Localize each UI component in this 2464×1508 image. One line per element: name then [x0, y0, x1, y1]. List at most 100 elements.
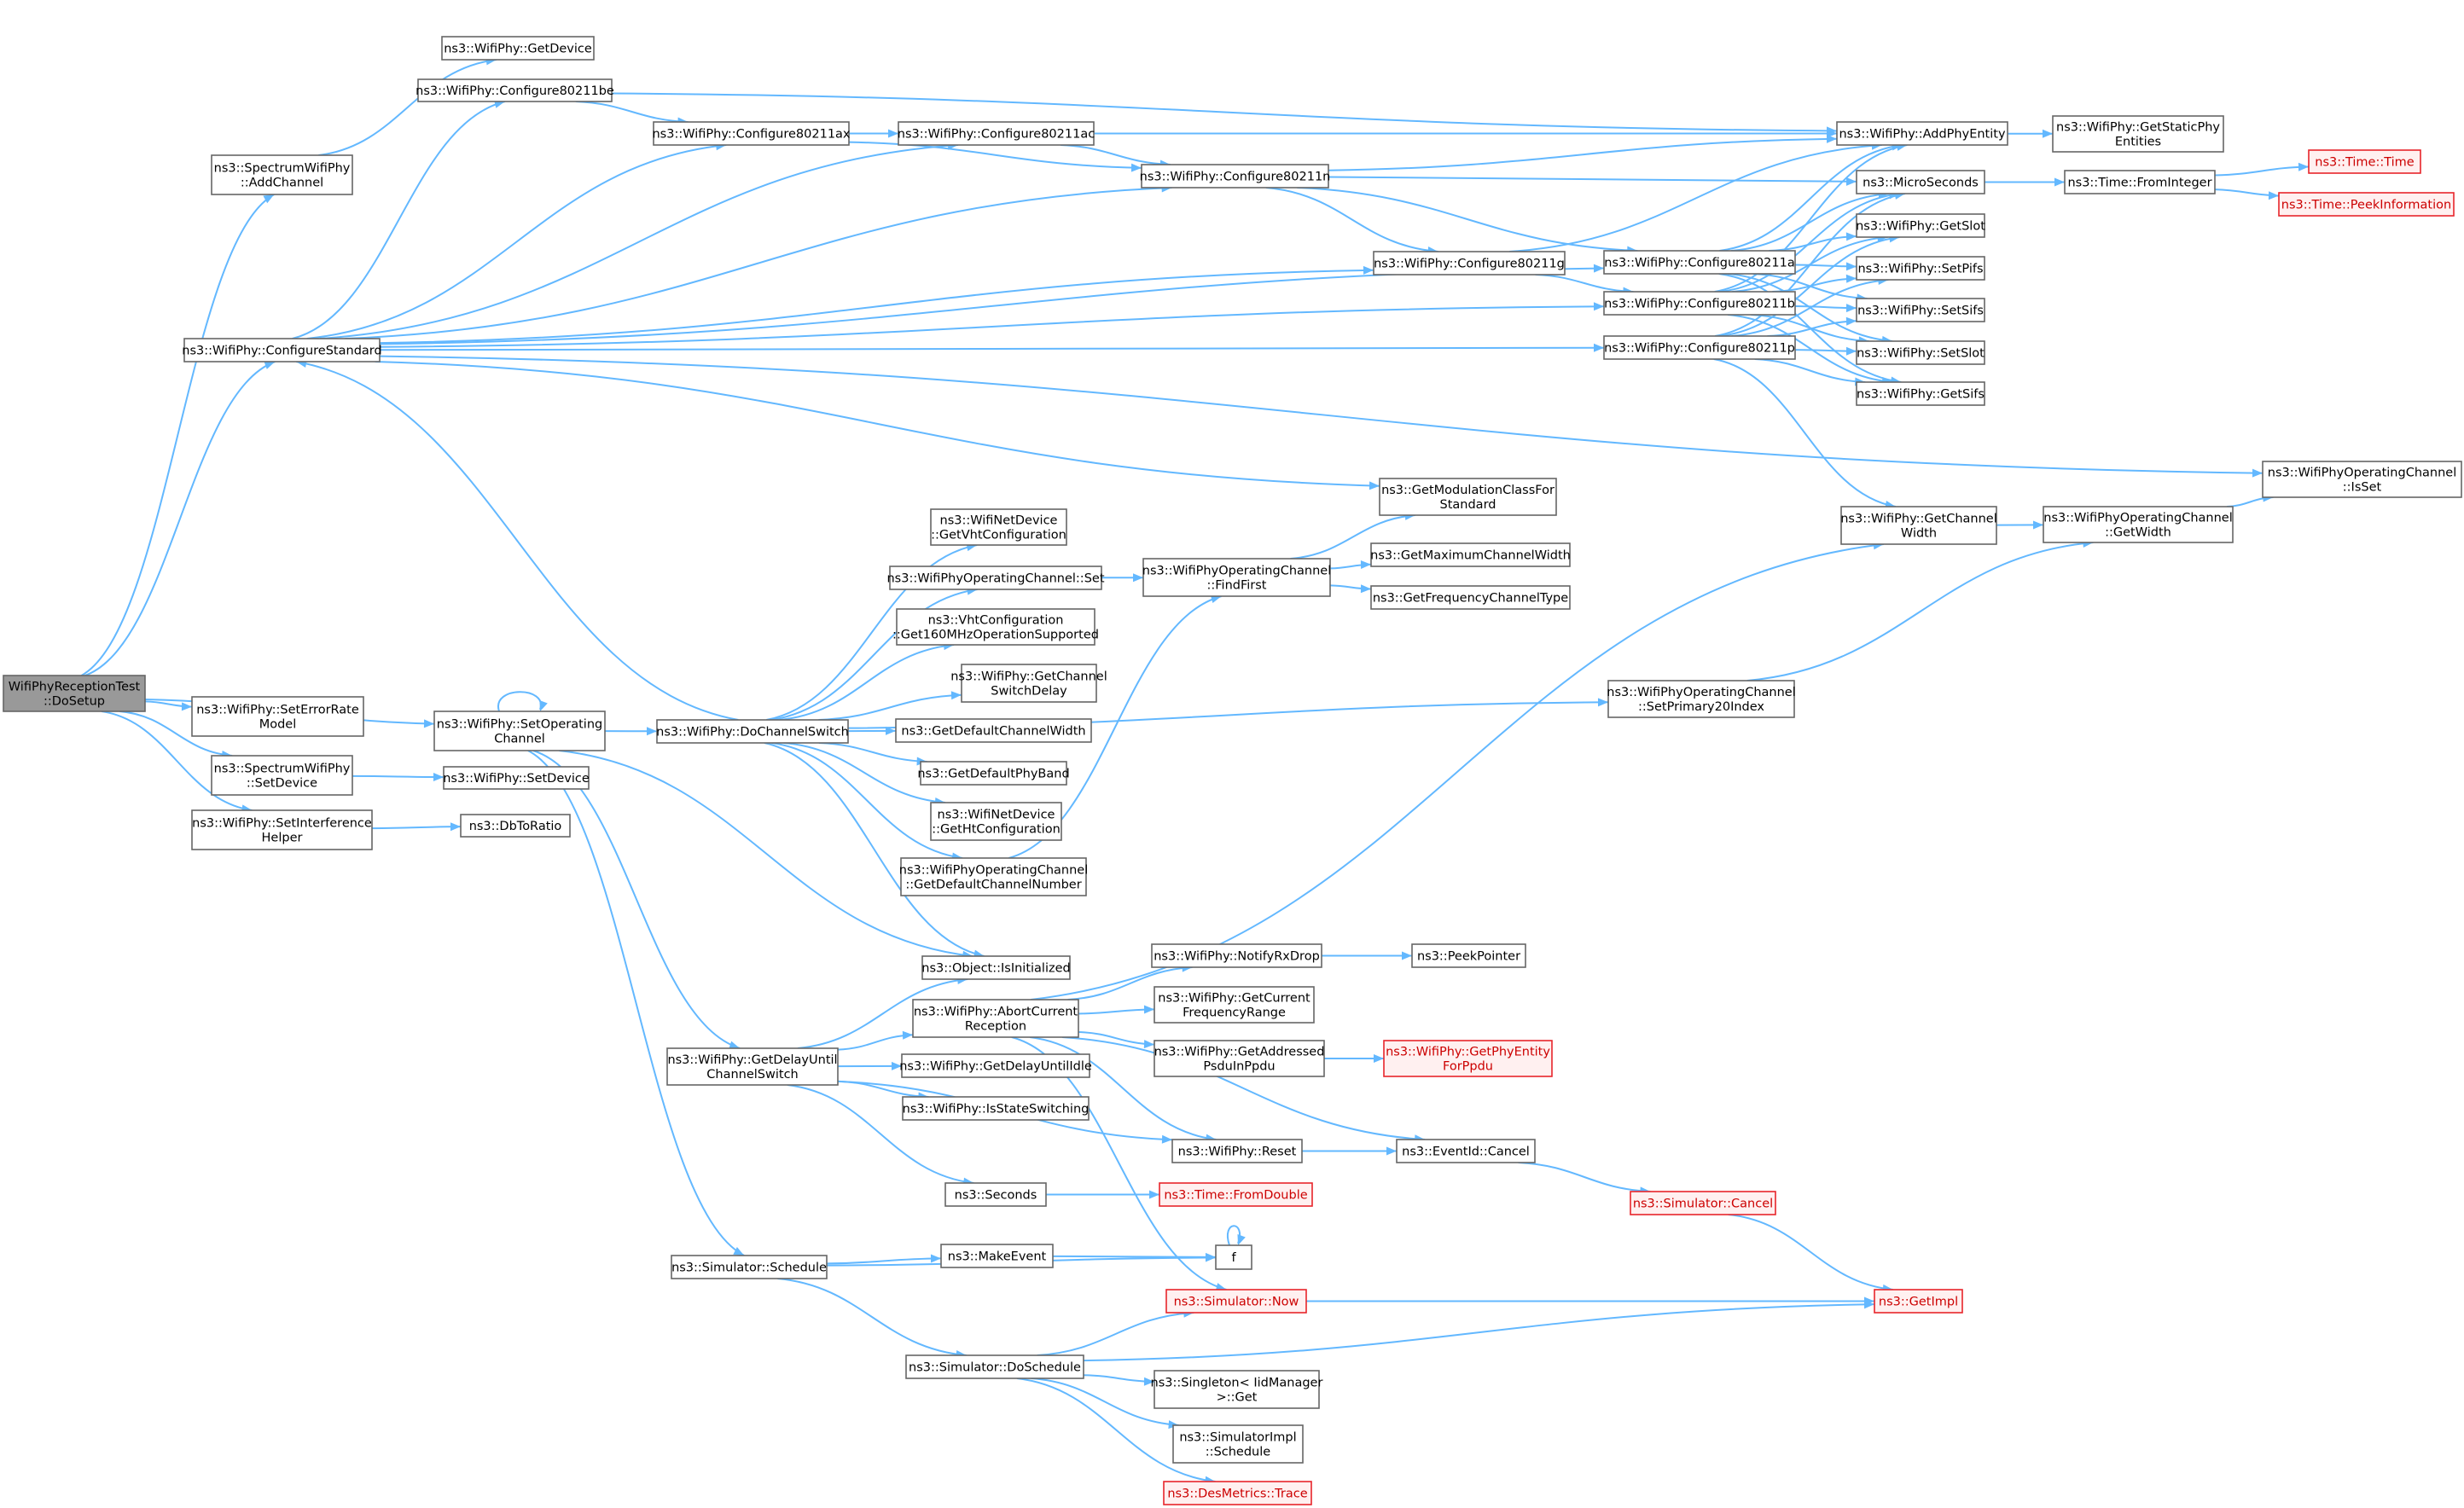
- node-htCfg[interactable]: ns3::WifiNetDevice::GetHtConfiguration: [930, 802, 1062, 841]
- edge-cfgStd-to-cfgB-arrowhead: [1593, 302, 1604, 311]
- node-label: ns3::Simulator::DoSchedule: [909, 1361, 1081, 1375]
- node-label: ns3::WifiNetDevice: [940, 514, 1058, 528]
- node-schedule[interactable]: ns3::Simulator::Schedule: [671, 1255, 828, 1279]
- node-opGetW[interactable]: ns3::WifiPhyOperatingChannel::GetWidth: [2043, 506, 2234, 543]
- node-opSet[interactable]: ns3::WifiPhyOperatingChannel::Set: [886, 566, 1105, 590]
- node-getMaxW[interactable]: ns3::GetMaximumChannelWidth: [1370, 542, 1571, 567]
- edge-cfgAx-to-cfgN-arrowhead: [1130, 163, 1142, 172]
- node-box: [1172, 1424, 1304, 1464]
- edge-makeEvent-to-f-arrowhead: [1205, 1252, 1216, 1262]
- node-cfgStd[interactable]: ns3::WifiPhy::ConfigureStandard: [182, 338, 382, 362]
- node-addEnt[interactable]: ns3::WifiPhy::AddPhyEntity: [1836, 121, 2008, 146]
- node-cfgBe[interactable]: ns3::WifiPhy::Configure80211be: [416, 78, 614, 102]
- node-box: [191, 809, 373, 850]
- node-timeTime[interactable]: ns3::Time::Time: [2308, 149, 2421, 174]
- node-label: ns3::WifiPhy::AddPhyEntity: [1839, 128, 2005, 142]
- node-label: ns3::Time::PeekInformation: [2281, 199, 2451, 212]
- node-peekPtr[interactable]: ns3::PeekPointer: [1411, 943, 1526, 968]
- node-peekInfo[interactable]: ns3::Time::PeekInformation: [2278, 192, 2455, 217]
- node-reset[interactable]: ns3::WifiPhy::Reset: [1171, 1139, 1303, 1163]
- node-label: ns3::Singleton< IidManager: [1151, 1377, 1323, 1390]
- node-box: [896, 608, 1095, 646]
- node-simNow[interactable]: ns3::Simulator::Now: [1165, 1289, 1307, 1314]
- node-box: [1603, 250, 1796, 275]
- node-setDev[interactable]: ns3::WifiPhy::SetDevice: [443, 766, 590, 790]
- node-notifyRx[interactable]: ns3::WifiPhy::NotifyRxDrop: [1151, 943, 1322, 968]
- node-getFreqType[interactable]: ns3::GetFrequencyChannelType: [1370, 585, 1571, 610]
- node-defNum[interactable]: ns3::WifiPhyOperatingChannel::GetDefault…: [899, 857, 1088, 896]
- node-isStateSw[interactable]: ns3::WifiPhy::IsStateSwitching: [902, 1096, 1090, 1121]
- node-delayIdle[interactable]: ns3::WifiPhy::GetDelayUntilIdle: [899, 1053, 1092, 1078]
- node-defW[interactable]: ns3::GetDefaultChannelWidth: [895, 718, 1092, 743]
- node-cfgAc[interactable]: ns3::WifiPhy::Configure80211ac: [898, 121, 1095, 146]
- edge-cfgP-to-getSlot: [1720, 236, 1900, 337]
- node-cfgN[interactable]: ns3::WifiPhy::Configure80211n: [1140, 164, 1331, 188]
- node-getImpl[interactable]: ns3::GetImpl: [1874, 1289, 1963, 1314]
- edge-setOpCh-to-schedule: [527, 750, 745, 1256]
- node-box: [1411, 943, 1526, 968]
- node-specAdd[interactable]: ns3::SpectrumWifiPhy::AddChannel: [211, 154, 353, 195]
- node-fromInt[interactable]: ns3::Time::FromInteger: [2064, 170, 2216, 194]
- node-cfgA[interactable]: ns3::WifiPhy::Configure80211a: [1603, 250, 1796, 275]
- node-getSlot[interactable]: ns3::WifiPhy::GetSlot: [1856, 213, 1985, 238]
- node-simCancel[interactable]: ns3::Simulator::Cancel: [1630, 1191, 1776, 1215]
- node-cfgB[interactable]: ns3::WifiPhy::Configure80211b: [1603, 291, 1796, 316]
- node-cfgP[interactable]: ns3::WifiPhy::Configure80211p: [1603, 335, 1796, 360]
- node-getSifs[interactable]: ns3::WifiPhy::GetSifs: [1856, 381, 1985, 406]
- node-box: [889, 566, 1102, 590]
- node-setP20[interactable]: ns3::WifiPhyOperatingChannel::SetPrimary…: [1607, 680, 1796, 718]
- edge-root-to-setIntf: [101, 710, 253, 811]
- edge-cfgB-to-addEnt: [1714, 144, 1908, 293]
- node-fromDouble[interactable]: ns3::Time::FromDouble: [1159, 1182, 1313, 1207]
- node-isSet[interactable]: ns3::WifiPhyOperatingChannel::IsSet: [2262, 461, 2462, 498]
- node-label: ::Schedule: [1206, 1446, 1270, 1459]
- node-doSchedule[interactable]: ns3::Simulator::DoSchedule: [905, 1354, 1084, 1379]
- node-implSched[interactable]: ns3::SimulatorImpl::Schedule: [1172, 1424, 1304, 1464]
- node-defBand[interactable]: ns3::GetDefaultPhyBand: [917, 761, 1070, 786]
- node-label: ns3::WifiPhy::GetChannel: [1840, 513, 1997, 526]
- node-dbToRatio[interactable]: ns3::DbToRatio: [460, 814, 571, 838]
- edge-doSwitch-to-getVht: [766, 544, 978, 721]
- node-cfgG[interactable]: ns3::WifiPhy::Configure80211g: [1373, 251, 1566, 276]
- node-findFirst[interactable]: ns3::WifiPhyOperatingChannel::FindFirst: [1142, 558, 1331, 597]
- node-root[interactable]: WifiPhyReceptionTest::DoSetup: [3, 675, 146, 712]
- node-seconds[interactable]: ns3::Seconds: [944, 1182, 1047, 1207]
- node-box: [1141, 164, 1329, 188]
- node-label: ns3::GetDefaultPhyBand: [917, 768, 1069, 781]
- edge-cfgAx-to-cfgAc-arrowhead: [888, 129, 898, 138]
- node-makeEvent[interactable]: ns3::MakeEvent: [940, 1244, 1054, 1268]
- node-label: ns3::WifiPhy::SetOperating: [437, 718, 602, 732]
- node-isInit[interactable]: ns3::Object::IsInitialized: [921, 955, 1071, 980]
- node-singleton[interactable]: ns3::Singleton< IidManager>::Get: [1151, 1370, 1323, 1409]
- edge-makeEvent-to-f: [1052, 1255, 1217, 1258]
- node-getDevice[interactable]: ns3::WifiPhy::GetDevice: [441, 36, 595, 61]
- node-label: SwitchDelay: [991, 685, 1067, 699]
- node-doSwitch[interactable]: ns3::WifiPhy::DoChannelSwitch: [656, 719, 849, 744]
- node-specSetDev[interactable]: ns3::SpectrumWifiPhy::SetDevice: [211, 755, 353, 796]
- node-cfgAx[interactable]: ns3::WifiPhy::Configure80211ax: [652, 121, 851, 146]
- edge-cfgA-to-getSlot: [1769, 235, 1857, 252]
- node-setPifs[interactable]: ns3::WifiPhy::SetPifs: [1856, 256, 1985, 281]
- node-getVht[interactable]: ns3::WifiNetDevice::GetVhtConfiguration: [930, 508, 1067, 546]
- node-desTrace[interactable]: ns3::DesMetrics::Trace: [1163, 1481, 1312, 1505]
- node-micro[interactable]: ns3::MicroSeconds: [1856, 170, 1985, 194]
- edge-cfgBe-to-addEnt: [611, 92, 1838, 132]
- node-evCancel[interactable]: ns3::EventId::Cancel: [1396, 1139, 1536, 1163]
- node-setSifs[interactable]: ns3::WifiPhy::SetSifs: [1856, 298, 1985, 322]
- node-setSlot[interactable]: ns3::WifiPhy::SetSlot: [1856, 340, 1985, 365]
- node-box: [1171, 1139, 1303, 1163]
- node-f[interactable]: f: [1215, 1244, 1252, 1270]
- node-vht160[interactable]: ns3::VhtConfiguration::Get160MHzOperatio…: [892, 608, 1099, 646]
